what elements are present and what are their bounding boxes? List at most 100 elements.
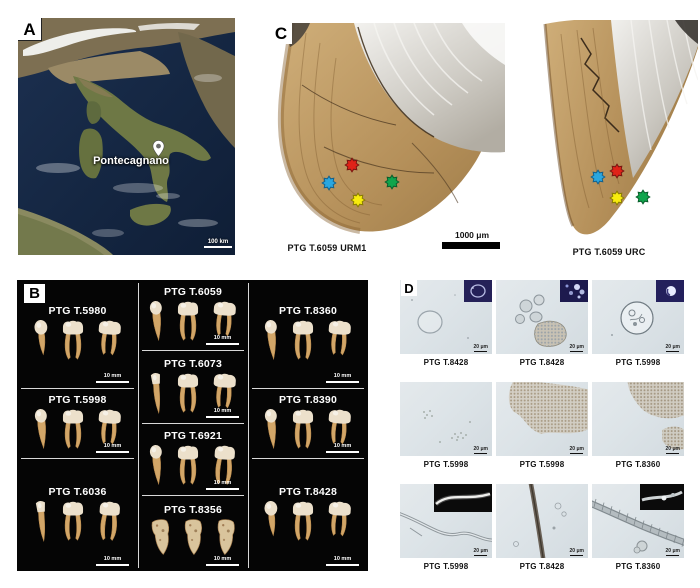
section-scale-bar: 1000 μm (442, 231, 502, 249)
specimen-scale-text: 10 mm (213, 408, 232, 414)
panel-b-label: B (24, 284, 45, 303)
micrograph-content (513, 484, 567, 558)
teeth-photos (147, 372, 239, 416)
row-divider (21, 388, 134, 389)
specimen-scale-line (96, 380, 129, 383)
micrograph-scale-text: 20 μm (569, 446, 584, 452)
row-divider (142, 350, 244, 351)
micrograph-scale-bar: 20 μm (666, 549, 680, 556)
micrograph-scale-bar: 20 μm (474, 447, 488, 454)
polarized-light-inset (560, 280, 588, 302)
tooth-photo (62, 320, 83, 360)
specimen-label: PTG T.8390 (278, 394, 338, 406)
specimen-label: PTG T.6036 (48, 485, 107, 498)
micrograph-scale-line (570, 350, 584, 352)
micrograph-scale-text: 20 μm (665, 548, 680, 554)
tooth-photo (292, 409, 314, 449)
tooth-photo (292, 320, 314, 360)
thin-section-urm1 (262, 23, 505, 237)
specimen-scale-text: 10 mm (333, 443, 352, 449)
specimen-label: PTG T.8356 (163, 504, 223, 516)
specimen-scale-bar: 10 mm (206, 408, 239, 418)
micrograph-content (509, 382, 588, 434)
specimen-scale-text: 10 mm (103, 443, 122, 449)
polarized-light-inset (640, 484, 684, 510)
sampling-marker-blue (321, 175, 337, 191)
specimen-scale-line (326, 450, 359, 453)
tooth-photo (328, 320, 351, 356)
micrograph-content (423, 410, 471, 443)
micrograph-label: PTG T.8360 (615, 562, 661, 571)
specimen-scale-line (326, 380, 359, 383)
micrograph-label: PTG T.5998 (423, 562, 469, 571)
tooth-photo (62, 501, 83, 541)
specimen-label: PTG T.6073 (163, 357, 223, 370)
micrograph-scale-bar: 20 μm (570, 345, 584, 352)
specimen-cell: PTG T.8356 10 mm (138, 495, 248, 571)
teeth-photos (32, 319, 124, 363)
specimen-scale-bar: 10 mm (96, 373, 129, 383)
micrograph-image: 20 μm (496, 382, 588, 456)
panel-a-label: A (18, 18, 42, 41)
teeth-photos (148, 518, 238, 562)
section-scale-line (442, 241, 500, 249)
tooth-photo (149, 444, 162, 486)
polarized-light-inset (464, 280, 492, 302)
sampling-marker-blue (590, 169, 606, 185)
row-divider (142, 495, 244, 496)
specimen-scale-line (206, 487, 239, 490)
micrograph-image: 20 μm (592, 280, 684, 354)
tooth-photo (213, 373, 236, 408)
micrograph-label: PTG T.8428 (423, 358, 469, 367)
row-divider (142, 423, 244, 424)
micrograph-content (411, 294, 469, 339)
teeth-photos (147, 300, 239, 344)
location-pin-icon (152, 140, 165, 157)
tooth-photo (214, 445, 235, 485)
section-scale-text: 1000 μm (454, 230, 490, 240)
column-divider (138, 283, 139, 568)
specimen-label: PTG T.8428 (278, 485, 338, 498)
specimen-scale-text: 10 mm (213, 556, 232, 562)
tooth-photo (177, 445, 199, 485)
specimen-cell: PTG T.8428 10 mm (248, 458, 368, 571)
micrograph-scale-bar: 20 μm (474, 549, 488, 556)
teeth-photos (32, 500, 124, 544)
micrograph-content (400, 512, 492, 542)
polarized-light-inset (656, 280, 684, 302)
panel-c-label: C (270, 23, 292, 44)
tooth-photo (149, 300, 162, 342)
row-divider (21, 458, 134, 459)
teeth-photos (262, 319, 354, 363)
tooth-photo (177, 301, 199, 341)
specimen-scale-line (96, 450, 129, 453)
tooth-photo (33, 319, 47, 356)
micrograph-label: PTG T.8360 (615, 460, 661, 469)
micrograph-label: PTG T.5998 (423, 460, 469, 469)
micrograph-image: 20 μm (400, 484, 492, 558)
specimen-scale-bar: 10 mm (326, 556, 359, 566)
specimen-scale-bar: 10 mm (206, 480, 239, 490)
tooth-photo (99, 501, 120, 541)
sampling-marker-yellow (609, 190, 625, 206)
tooth-photo (217, 519, 235, 556)
map-scale-line (204, 246, 232, 248)
tooth-photo (98, 320, 121, 356)
micrograph-content (592, 498, 684, 554)
specimen-cell: PTG T.6073 10 mm (138, 350, 248, 423)
micrograph-content (515, 294, 567, 347)
tooth-photo (35, 500, 45, 542)
tooth-photo (151, 519, 170, 555)
teeth-photos (262, 500, 354, 544)
micrograph-scale-line (474, 452, 488, 454)
micrograph-scale-bar: 20 μm (570, 549, 584, 556)
micrograph-image: 20 μm (592, 484, 684, 558)
location-label: Pontecagnano (93, 155, 169, 167)
micrograph-scale-line (666, 554, 680, 556)
micrograph-scale-line (570, 452, 584, 454)
micrograph-content (611, 299, 663, 336)
